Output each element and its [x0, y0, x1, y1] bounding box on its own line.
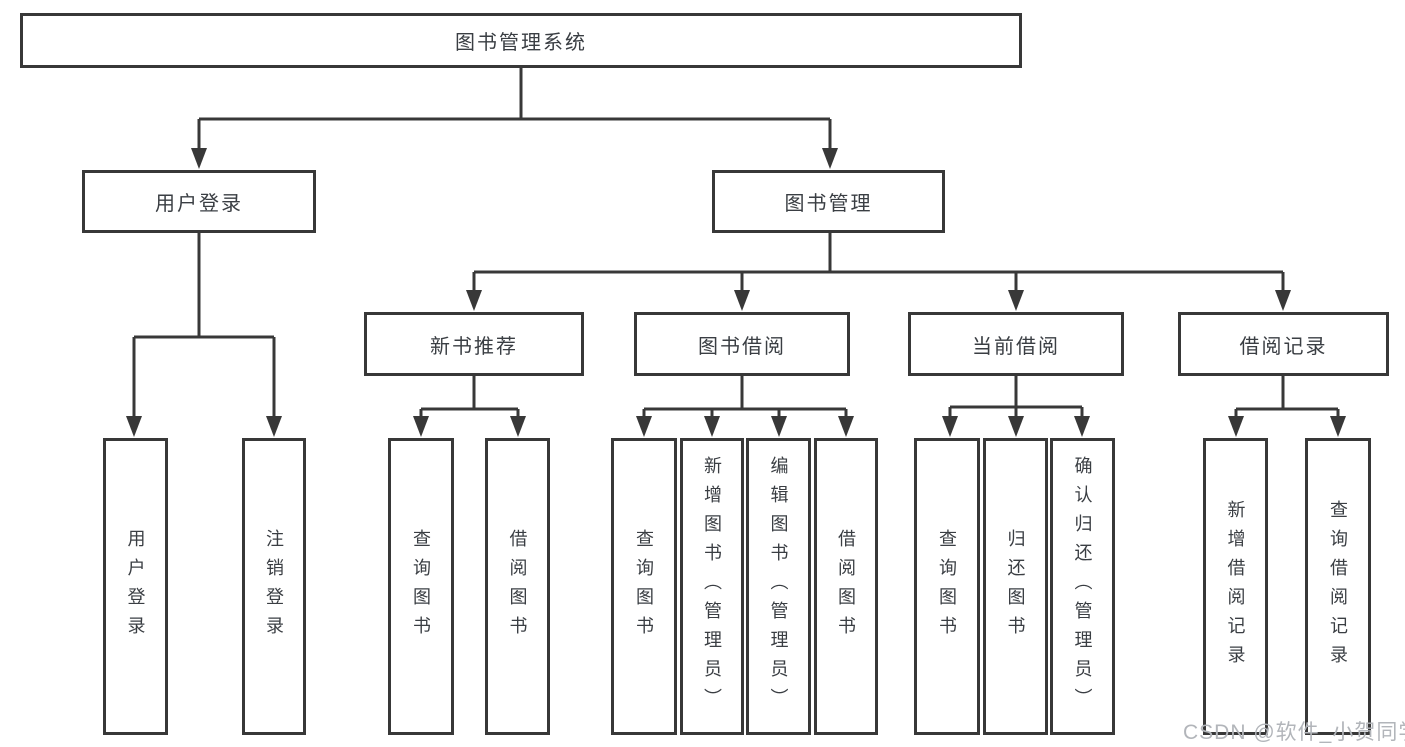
node-leaf-user-login: 用户登录	[103, 438, 168, 735]
node-root-label: 图书管理系统	[455, 32, 587, 54]
node-leaf-edit-books-admin-label: 编辑图书（管理员）	[768, 456, 789, 717]
arrowhead	[1008, 290, 1024, 311]
connector-new-book-recommend-children	[419, 376, 520, 418]
node-leaf-add-books-admin: 新增图书（管理员）	[680, 438, 744, 735]
node-leaf-logout: 注销登录	[242, 438, 306, 735]
connector-borrow-records-children	[1234, 376, 1340, 418]
arrowhead	[822, 148, 838, 169]
node-leaf-query-books-current-label: 查询图书	[937, 528, 957, 645]
arrowhead	[636, 416, 652, 437]
node-leaf-user-login-label: 用户登录	[125, 528, 146, 645]
node-borrow-records: 借阅记录	[1178, 312, 1389, 376]
csdn-watermark: CSDN @软件_小贺同学	[1183, 721, 1405, 744]
node-new-book-recommend: 新书推荐	[364, 312, 584, 376]
node-leaf-query-borrow-record: 查询借阅记录	[1305, 438, 1371, 735]
node-leaf-query-books-recommend: 查询图书	[388, 438, 454, 735]
connector-root-to-level2	[197, 68, 832, 151]
connector-current-borrowing-children	[948, 376, 1084, 418]
node-leaf-query-books-borrowing: 查询图书	[611, 438, 677, 735]
connector-book-borrowing-children	[642, 376, 848, 418]
arrowhead	[1228, 416, 1244, 437]
arrowhead	[1074, 416, 1090, 437]
arrowhead-group	[126, 148, 1346, 437]
arrowhead	[942, 416, 958, 437]
node-user-login: 用户登录	[82, 170, 316, 233]
arrowhead	[838, 416, 854, 437]
arrowhead	[510, 416, 526, 437]
connector-group	[132, 68, 1340, 418]
node-leaf-add-books-admin-label: 新增图书（管理员）	[702, 456, 722, 717]
node-book-borrowing: 图书借阅	[634, 312, 850, 376]
node-leaf-query-books-current: 查询图书	[914, 438, 980, 735]
arrowhead	[771, 416, 787, 437]
node-user-login-label: 用户登录	[155, 193, 243, 215]
node-leaf-confirm-return-admin-label: 确认归还（管理员）	[1072, 456, 1093, 717]
node-leaf-borrow-books-borrowing: 借阅图书	[814, 438, 878, 735]
node-leaf-query-books-recommend-label: 查询图书	[411, 528, 431, 645]
node-new-book-recommend-label: 新书推荐	[430, 335, 518, 358]
node-leaf-borrow-books-recommend: 借阅图书	[485, 438, 550, 735]
node-leaf-edit-books-admin: 编辑图书（管理员）	[746, 438, 811, 735]
arrowhead	[734, 290, 750, 311]
node-leaf-query-books-borrowing-label: 查询图书	[634, 528, 654, 645]
node-leaf-borrow-books-borrowing-label: 借阅图书	[836, 528, 856, 645]
arrowhead	[1330, 416, 1346, 437]
node-root: 图书管理系统	[20, 13, 1022, 68]
arrowhead	[413, 416, 429, 437]
connector-user-login-children	[132, 233, 276, 418]
node-leaf-confirm-return-admin: 确认归还（管理员）	[1050, 438, 1115, 735]
arrowhead	[1275, 290, 1291, 311]
arrowhead	[191, 148, 207, 169]
node-leaf-return-books-label: 归还图书	[1005, 528, 1026, 645]
node-current-borrowing: 当前借阅	[908, 312, 1124, 376]
arrowhead	[266, 416, 282, 437]
node-book-management: 图书管理	[712, 170, 945, 233]
connector-book-management-children	[472, 233, 1285, 293]
node-leaf-borrow-books-recommend-label: 借阅图书	[507, 528, 528, 645]
node-leaf-query-borrow-record-label: 查询借阅记录	[1328, 499, 1348, 674]
node-leaf-logout-label: 注销登录	[264, 528, 284, 645]
node-borrow-records-label: 借阅记录	[1239, 335, 1328, 358]
node-leaf-add-borrow-record-label: 新增借阅记录	[1225, 499, 1246, 674]
arrowhead	[1008, 416, 1024, 437]
node-current-borrowing-label: 当前借阅	[972, 335, 1060, 358]
node-leaf-add-borrow-record: 新增借阅记录	[1203, 438, 1268, 735]
node-book-borrowing-label: 图书借阅	[698, 335, 786, 358]
arrowhead	[126, 416, 142, 437]
arrowhead	[466, 290, 482, 311]
node-book-management-label: 图书管理	[784, 193, 873, 215]
arrowhead	[704, 416, 720, 437]
node-leaf-return-books: 归还图书	[983, 438, 1048, 735]
